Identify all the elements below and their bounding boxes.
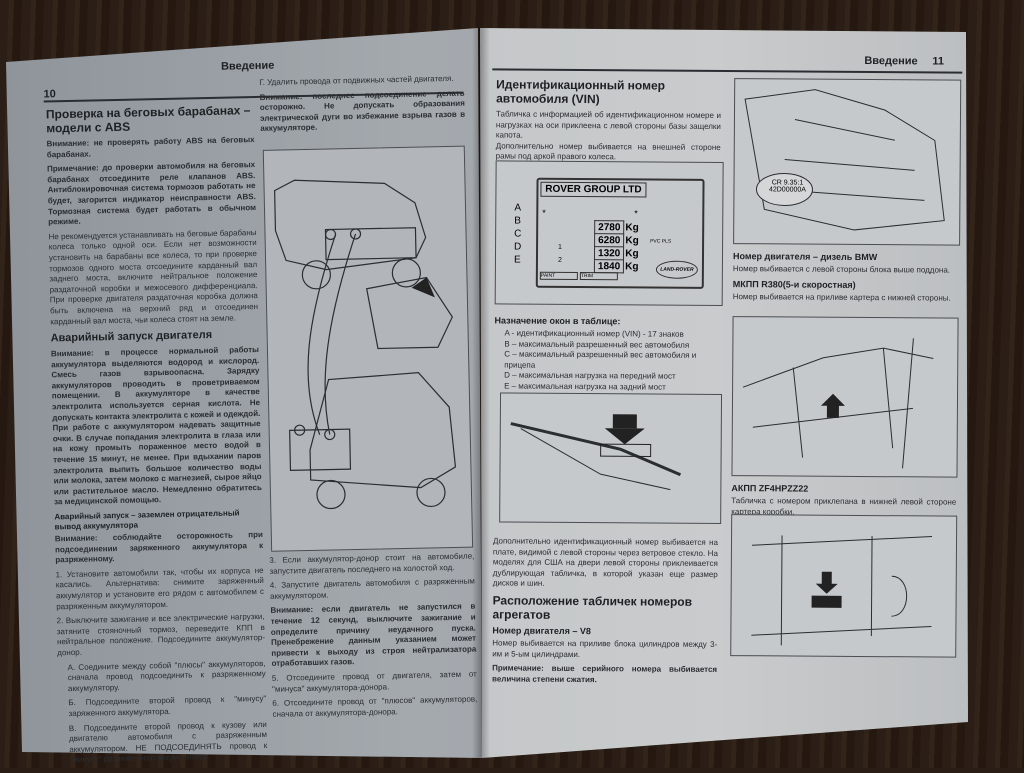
plate-title: ROVER GROUP LTD xyxy=(540,181,647,198)
header-rule-right xyxy=(492,68,963,74)
v8-note: Примечание: выше серийного номера выбива… xyxy=(492,663,718,684)
letter-a: A xyxy=(514,202,522,214)
paragraph-vin-plate: Табличка с информацией об идентификацион… xyxy=(495,109,722,140)
value-e: 1840 xyxy=(594,259,624,273)
right-page-number: 11 xyxy=(932,55,945,68)
axle-2: 2 xyxy=(557,256,562,264)
axle-1: 1 xyxy=(558,243,562,251)
star-right: * xyxy=(634,208,638,219)
automatic-gearbox-drawing-icon xyxy=(751,535,933,646)
plate-letters: A B C D E xyxy=(514,202,522,267)
right-column-1-bottom: Дополнительно идентификационный номер вы… xyxy=(492,536,718,690)
letter-d: D xyxy=(514,241,522,253)
v8-title: Номер двигателя – V8 xyxy=(492,625,591,637)
unit: Kg xyxy=(625,234,639,246)
star-left: * xyxy=(542,207,546,218)
unit: Kg xyxy=(625,221,639,233)
gearbox-arrow-icon xyxy=(742,338,934,469)
windshield-vin-figure xyxy=(499,392,723,525)
legend-title: Назначение окон в таблице: xyxy=(494,315,621,327)
bmw-title: Номер двигателя – дизель BMW xyxy=(732,251,878,263)
paragraph-vin-windshield: Дополнительно идентификационный номер вы… xyxy=(492,536,719,589)
legend-c: C – максимальный разрешенный вес автомоб… xyxy=(504,349,697,370)
v8-text: Номер выбивается на приливе блока цилинд… xyxy=(492,638,718,659)
jump-start-illustration xyxy=(262,145,474,552)
r380-text: Номер выбивается на приливе картера с ни… xyxy=(732,291,951,303)
right-page-header: Введение xyxy=(864,54,918,68)
letter-e: E xyxy=(513,254,521,266)
pvc-box: PVC PLS xyxy=(650,238,672,245)
letter-c: C xyxy=(514,228,522,240)
section-title-vin: Идентификационный номер автомобиля (VIN) xyxy=(496,77,666,107)
zf-title: АКПП ZF4HPZZ22 xyxy=(731,483,809,494)
section-title-unit-plates: Расположение табличек номеров агрегатов xyxy=(492,593,693,622)
right-column-2: Номер двигателя – дизель BMW Номер выбив… xyxy=(733,248,958,308)
bmw-text: Номер выбивается с левой стороны блока в… xyxy=(732,264,951,275)
trim-box: TRIM xyxy=(579,272,618,281)
vin-legend: Назначение окон в таблице: A - идентифик… xyxy=(494,312,720,393)
wiper-arrow-icon xyxy=(510,414,682,491)
r380-title: МКПП R380(5-и скоростная) xyxy=(732,278,856,290)
value-b: 2780 xyxy=(594,220,624,234)
engine-block-figure: CR 9.35:1 42D00000A xyxy=(733,78,962,246)
book-gutter xyxy=(472,28,490,758)
automatic-gearbox-figure xyxy=(730,514,958,658)
right-column-1: Идентификационный номер автомобиля (VIN)… xyxy=(496,74,722,168)
engine-block-drawing-icon xyxy=(744,89,945,231)
unit: Kg xyxy=(625,260,639,272)
paint-box: PAINT xyxy=(539,271,578,281)
gearbox-r380-figure xyxy=(731,316,959,478)
letter-b: B xyxy=(514,215,521,227)
value-c: 6280 xyxy=(594,233,624,247)
land-rover-logo: LAND-ROVER xyxy=(655,260,698,279)
compression-ratio-label: CR 9.35:1 42D00000A xyxy=(768,179,806,194)
unit: Kg xyxy=(625,247,639,259)
two-cars-jumper-cables-icon xyxy=(274,179,457,510)
value-d: 1320 xyxy=(594,246,624,260)
